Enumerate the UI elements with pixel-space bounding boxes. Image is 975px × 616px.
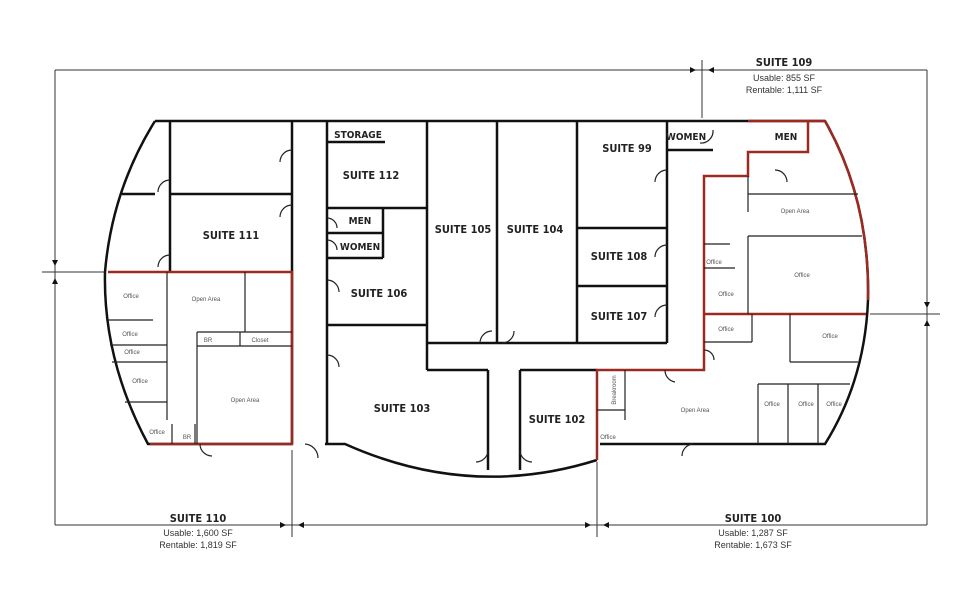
svg-text:SUITE 100: SUITE 100 <box>725 512 782 525</box>
men-restroom-label-east: MEN <box>775 132 798 143</box>
svg-text:Rentable: 1,673 SF: Rentable: 1,673 SF <box>714 540 792 550</box>
svg-text:Office: Office <box>123 294 139 300</box>
svg-text:Office: Office <box>718 292 734 298</box>
room-labels: Office Open Area Office Office BR Closet… <box>122 209 842 441</box>
suite-107-label: SUITE 107 <box>591 310 648 323</box>
svg-text:Office: Office <box>124 350 140 356</box>
svg-text:Office: Office <box>822 334 838 340</box>
suite-99-label: SUITE 99 <box>602 142 652 155</box>
svg-text:Rentable: 1,111 SF: Rentable: 1,111 SF <box>746 85 823 95</box>
svg-text:Office: Office <box>149 430 165 436</box>
svg-text:Breakroom: Breakroom <box>612 375 618 404</box>
svg-text:Usable: 1,600 SF: Usable: 1,600 SF <box>163 528 233 538</box>
door-swings <box>157 129 788 463</box>
svg-text:BR: BR <box>183 435 192 441</box>
sub-room-walls <box>108 176 862 444</box>
svg-text:BR: BR <box>204 338 213 344</box>
women-restroom-label: WOMEN <box>340 242 380 253</box>
suite-100-callout: SUITE 100 Usable: 1,287 SF Rentable: 1,6… <box>714 512 792 550</box>
svg-text:Usable: 1,287 SF: Usable: 1,287 SF <box>718 528 788 538</box>
svg-text:Usable: 855 SF: Usable: 855 SF <box>753 73 816 83</box>
dimension-lines <box>42 60 940 537</box>
svg-text:Open Area: Open Area <box>231 398 260 404</box>
suite-103-label: SUITE 103 <box>374 402 431 415</box>
suite-105-label: SUITE 105 <box>435 223 492 236</box>
women-restroom-label-east: WOMEN <box>666 132 706 143</box>
svg-text:Office: Office <box>122 332 138 338</box>
suite-108-label: SUITE 108 <box>591 250 648 263</box>
svg-text:Office: Office <box>794 273 810 279</box>
svg-text:SUITE 109: SUITE 109 <box>756 56 813 69</box>
suite-labels: SUITE 99 SUITE 102 SUITE 103 SUITE 104 S… <box>203 130 798 426</box>
svg-text:Office: Office <box>706 260 722 266</box>
svg-text:Open Area: Open Area <box>781 209 810 215</box>
svg-text:SUITE 110: SUITE 110 <box>170 512 227 525</box>
svg-text:Office: Office <box>798 402 814 408</box>
svg-text:Rentable: 1,819 SF: Rentable: 1,819 SF <box>159 540 237 550</box>
svg-text:Office: Office <box>764 402 780 408</box>
suite-110-callout: SUITE 110 Usable: 1,600 SF Rentable: 1,8… <box>159 512 237 550</box>
suite-102-label: SUITE 102 <box>529 413 586 426</box>
svg-text:Open Area: Open Area <box>192 297 221 303</box>
svg-text:Office: Office <box>826 402 842 408</box>
suite-112-label: SUITE 112 <box>343 169 400 182</box>
suite-111-label: SUITE 111 <box>203 229 260 242</box>
storage-label: STORAGE <box>334 130 382 141</box>
svg-text:Office: Office <box>718 327 734 333</box>
suite-104-label: SUITE 104 <box>507 223 564 236</box>
suite-106-label: SUITE 106 <box>351 287 408 300</box>
interior-walls <box>122 121 713 470</box>
svg-text:Closet: Closet <box>251 338 268 344</box>
svg-text:Office: Office <box>132 379 148 385</box>
suite-109-callout: SUITE 109 Usable: 855 SF Rentable: 1,111… <box>746 56 823 95</box>
men-restroom-label: MEN <box>349 216 372 227</box>
svg-text:Office: Office <box>600 435 616 441</box>
svg-text:Open Area: Open Area <box>681 408 710 414</box>
